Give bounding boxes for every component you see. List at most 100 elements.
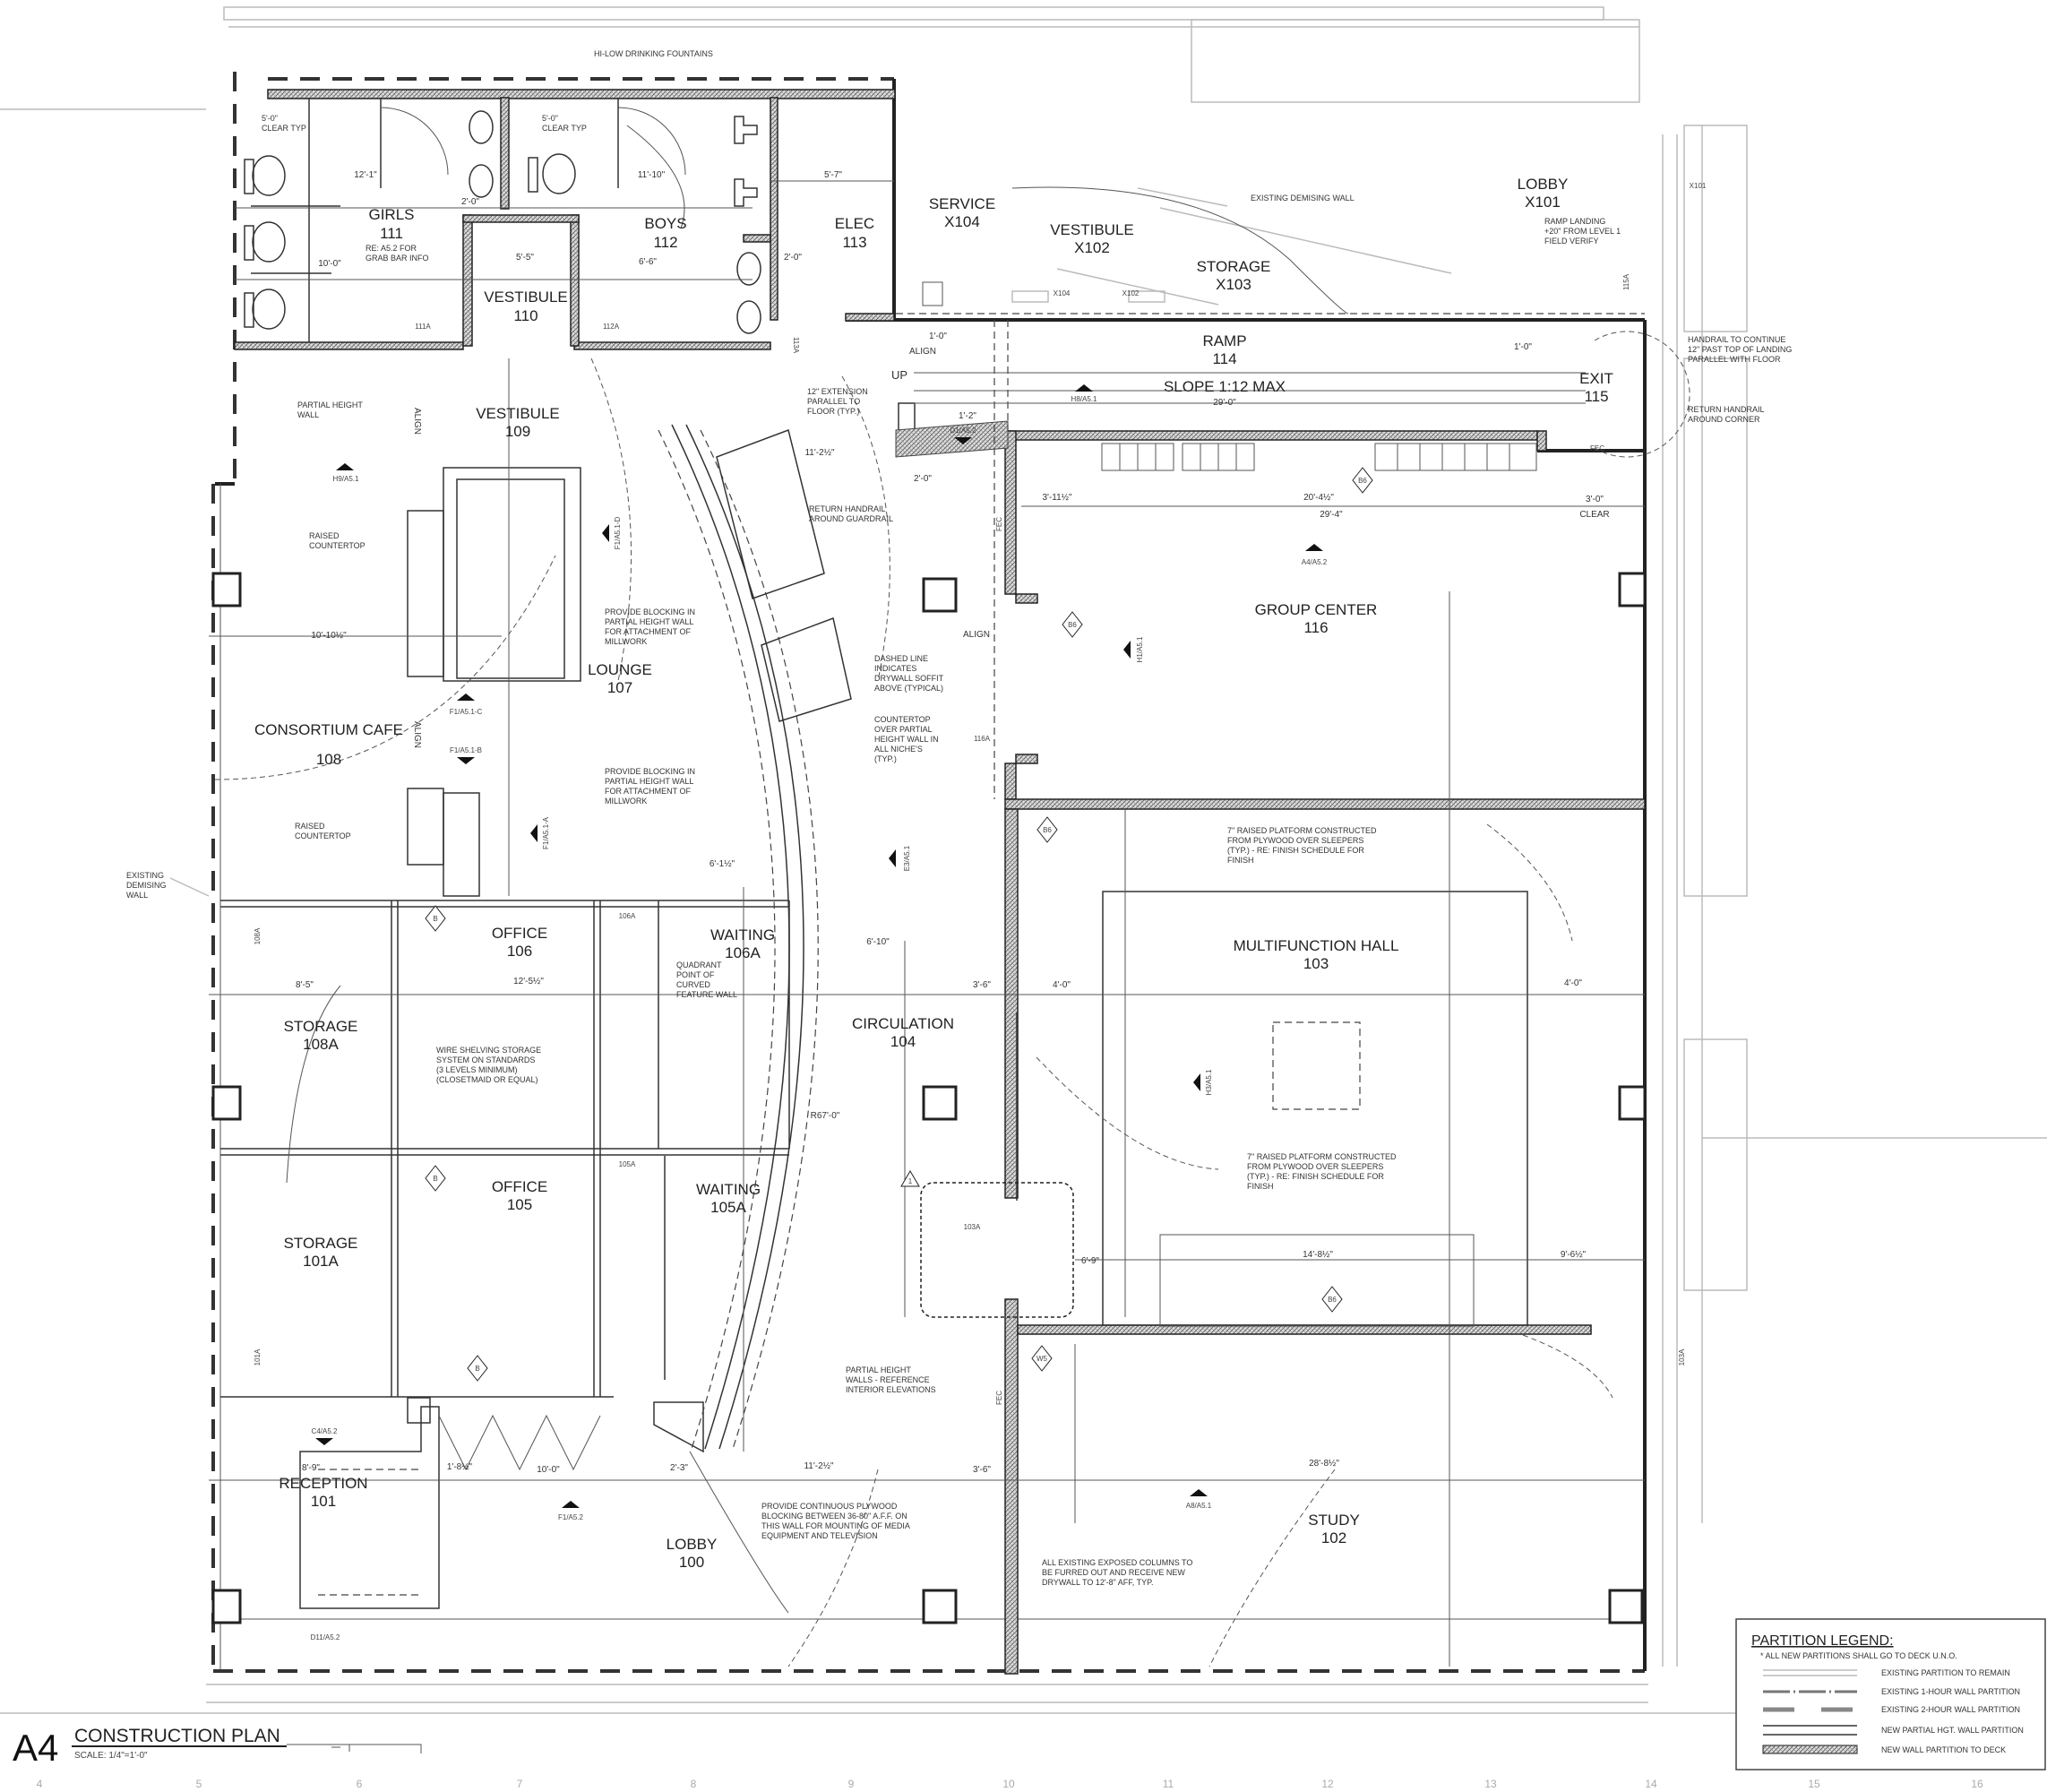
note-line: MILLWORK [605, 637, 647, 646]
svg-text:F1/A5.1-C: F1/A5.1-C [450, 708, 483, 716]
wall-type-marker: B6 [1321, 1286, 1343, 1313]
note-line: INDICATES [874, 664, 916, 673]
legend-item-partial: NEW PARTIAL HGT. WALL PARTITION [1763, 1725, 2024, 1736]
note-line: WALLS - REFERENCE [846, 1375, 930, 1384]
dimension: 29'-0" [1213, 398, 1236, 408]
svg-text:F1/A5.1-B: F1/A5.1-B [450, 746, 482, 754]
note-line: BE FURRED OUT AND RECEIVE NEW [1042, 1568, 1185, 1577]
dimension: 5'-7" [824, 170, 842, 180]
door-tag: 112A [603, 323, 620, 331]
note-line: MILLWORK [605, 797, 647, 806]
dimension: 1'-2" [959, 411, 976, 421]
elevation-tag: F1/A5.1-D [602, 517, 622, 549]
svg-text:CONSORTIUM CAFE: CONSORTIUM CAFE [254, 721, 403, 738]
dimension: 28'-8½" [1309, 1459, 1339, 1469]
door-tag: X102 [1122, 289, 1140, 297]
dimension: 6'-10" [866, 937, 890, 947]
door-tag: FEC [995, 1391, 1003, 1405]
drawing-scale: SCALE: 1/4"=1'-0" [74, 1751, 148, 1761]
svg-text:LOBBY: LOBBY [1518, 176, 1569, 193]
note: 5'-0"CLEAR TYP [262, 114, 306, 133]
dimension-lines [209, 180, 1645, 1667]
svg-text:NEW PARTIAL HGT. WALL PARTITIO: NEW PARTIAL HGT. WALL PARTITION [1881, 1726, 2024, 1735]
annotation-notes: HI-LOW DRINKING FOUNTAINS EXISTING DEMIS… [126, 49, 1792, 1587]
dimension: 1'-8½" [447, 1462, 473, 1472]
svg-text:7: 7 [517, 1778, 523, 1790]
legend-title: PARTITION LEGEND: [1751, 1633, 1894, 1649]
svg-text:113: 113 [842, 234, 866, 251]
svg-text:W5: W5 [1036, 1355, 1048, 1363]
svg-text:F1/A5.2: F1/A5.2 [558, 1513, 584, 1521]
dimension: ALIGN [909, 347, 936, 357]
svg-text:10: 10 [1002, 1778, 1015, 1790]
svg-text:H3/A5.1: H3/A5.1 [1205, 1069, 1213, 1095]
dimension: ALIGN [412, 721, 422, 748]
wall-type-marker: B6 [1352, 467, 1373, 494]
note-line: (3 LEVELS MINIMUM) [436, 1065, 518, 1074]
dimension: 1'-0" [1514, 342, 1532, 352]
dimension: 2'-3" [670, 1463, 688, 1473]
svg-text:B: B [433, 1175, 437, 1183]
elevation-tag: A8/A5.1 [1186, 1489, 1212, 1510]
note-line: FINISH [1227, 856, 1254, 865]
svg-text:STUDY: STUDY [1308, 1512, 1360, 1529]
note-line: DEMISING [126, 881, 167, 890]
dimension-labels: 12'-1" 11'-10" 5'-7" 2'-0" 10'-0" 5'-5" … [296, 170, 1610, 1475]
dimension: 12'-1" [354, 170, 377, 180]
svg-text:116: 116 [1303, 619, 1328, 636]
elevation-tag: F1/A5.2 [558, 1501, 584, 1521]
svg-text:105A: 105A [710, 1199, 746, 1216]
svg-text:108A: 108A [303, 1036, 339, 1053]
svg-text:9: 9 [848, 1778, 855, 1790]
note-line: RE: A5.2 FOR [366, 244, 417, 253]
note-line: CURVED [676, 980, 710, 989]
svg-text:WAITING: WAITING [710, 926, 775, 943]
svg-text:B6: B6 [1043, 826, 1052, 834]
dimension: R67'-0" [811, 1111, 840, 1121]
svg-text:X104: X104 [944, 213, 980, 230]
note-line: FROM PLYWOOD OVER SLEEPERS [1227, 836, 1363, 845]
dimension: 9'-6½" [1561, 1250, 1587, 1260]
svg-text:MULTIFUNCTION HALL: MULTIFUNCTION HALL [1234, 937, 1399, 954]
door-tag: 108A [254, 927, 262, 944]
restroom-fixtures [244, 98, 761, 342]
note-line: 12" EXTENSION [807, 387, 868, 396]
note-line: OVER PARTIAL [874, 725, 933, 734]
note-line: ABOVE (TYPICAL) [874, 684, 943, 693]
sheet-id: A4 [13, 1727, 58, 1769]
door-tag: 103A [964, 1223, 981, 1231]
note-line: PARALLEL WITH FLOOR [1688, 355, 1781, 364]
svg-text:107: 107 [607, 679, 632, 696]
note-line: RETURN HANDRAIL [809, 504, 886, 513]
note-line: THIS WALL FOR MOUNTING OF MEDIA [761, 1521, 910, 1530]
partition-legend: PARTITION LEGEND: * ALL NEW PARTITIONS S… [1735, 1618, 2046, 1770]
wall-type-marker: B6 [1062, 611, 1083, 638]
exterior-walls [211, 72, 1647, 1673]
svg-text:H1/A5.1: H1/A5.1 [1136, 636, 1144, 662]
svg-text:103: 103 [1303, 955, 1329, 972]
dimension: 8'-9" [302, 1463, 320, 1473]
svg-text:STORAGE: STORAGE [284, 1018, 358, 1035]
svg-text:D1/A5.2: D1/A5.2 [950, 426, 976, 435]
svg-text:11: 11 [1163, 1778, 1174, 1790]
svg-text:WAITING: WAITING [696, 1181, 761, 1198]
note-line: BLOCKING BETWEEN 36-80" A.F.F. ON [761, 1512, 907, 1521]
svg-text:X101: X101 [1525, 194, 1561, 211]
svg-text:E3/A5.1: E3/A5.1 [903, 845, 911, 871]
svg-text:B6: B6 [1358, 477, 1367, 485]
svg-text:X103: X103 [1216, 276, 1251, 293]
